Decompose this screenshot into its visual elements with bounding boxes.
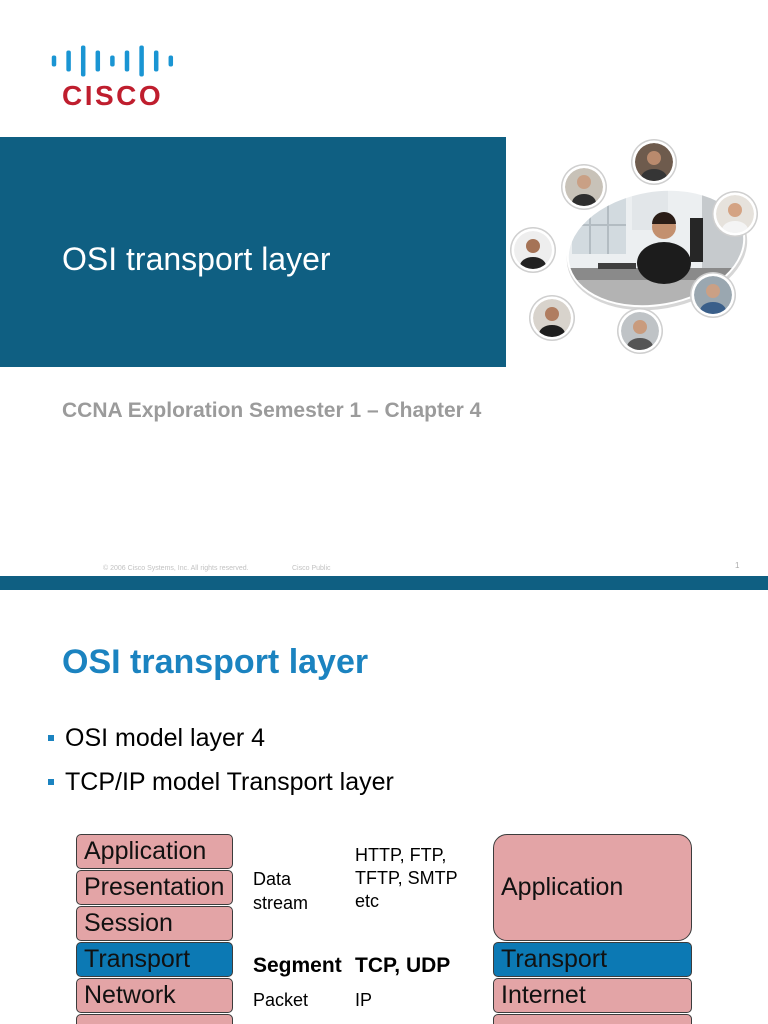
pdu-label-data-stream: Data stream	[253, 867, 328, 915]
slide-subtitle: CCNA Exploration Semester 1 – Chapter 4	[62, 400, 481, 421]
protocols-transport: TCP, UDP	[355, 954, 450, 978]
bullet-item: TCP/IP model Transport layer	[65, 770, 394, 795]
protocols-application: HTTP, FTP, TFTP, SMTP etc	[355, 844, 475, 913]
logo-bar	[96, 51, 101, 72]
logo-bar	[169, 56, 174, 67]
osi-layer-network: Network	[76, 978, 233, 1013]
logo-bar	[110, 56, 115, 67]
osi-layer-application: Application	[76, 834, 233, 869]
slide-title: OSI transport layer	[62, 645, 368, 679]
osi-layer-transport: Transport	[76, 942, 233, 977]
portrait-photo	[617, 308, 663, 356]
footer-classification: Cisco Public	[292, 565, 331, 572]
tcpip-layer-partial	[493, 1014, 692, 1024]
title-slide: CISCO OSI transport layer	[0, 0, 768, 576]
pdu-label-packet: Packet	[253, 988, 308, 1012]
page-number: 1	[735, 562, 739, 570]
slide-title: OSI transport layer	[62, 243, 331, 275]
portrait-photo	[561, 164, 607, 212]
footer-copyright: © 2006 Cisco Systems, Inc. All rights re…	[103, 565, 249, 572]
tcpip-layer-application: Application	[493, 834, 692, 941]
osi-layer-presentation: Presentation	[76, 870, 233, 905]
protocols-network: IP	[355, 988, 372, 1012]
slide-divider	[0, 576, 768, 590]
cisco-bridge-logo-icon	[45, 40, 180, 82]
logo-bar	[125, 51, 130, 72]
cisco-wordmark: CISCO	[62, 82, 163, 110]
portrait-photo	[690, 272, 736, 320]
tcpip-layer-transport: Transport	[493, 942, 692, 977]
tcpip-layer-internet: Internet	[493, 978, 692, 1013]
portrait-photo	[631, 139, 677, 187]
logo-bar	[66, 51, 71, 72]
logo-bar	[139, 46, 144, 77]
portrait-photo	[510, 227, 556, 275]
bullet-item: OSI model layer 4	[65, 726, 265, 751]
osi-layer-partial	[76, 1014, 233, 1024]
pdu-label-segment: Segment	[253, 954, 342, 978]
photo-collage-image	[508, 137, 768, 367]
logo-bar	[154, 51, 159, 72]
bullet-square-icon	[48, 779, 54, 785]
osi-layer-session: Session	[76, 906, 233, 941]
logo-bar	[81, 46, 86, 77]
content-slide: OSI transport layer OSI model layer 4 TC…	[0, 590, 768, 1024]
bullet-square-icon	[48, 735, 54, 741]
logo-bar	[52, 56, 57, 67]
portrait-photo	[529, 295, 575, 343]
